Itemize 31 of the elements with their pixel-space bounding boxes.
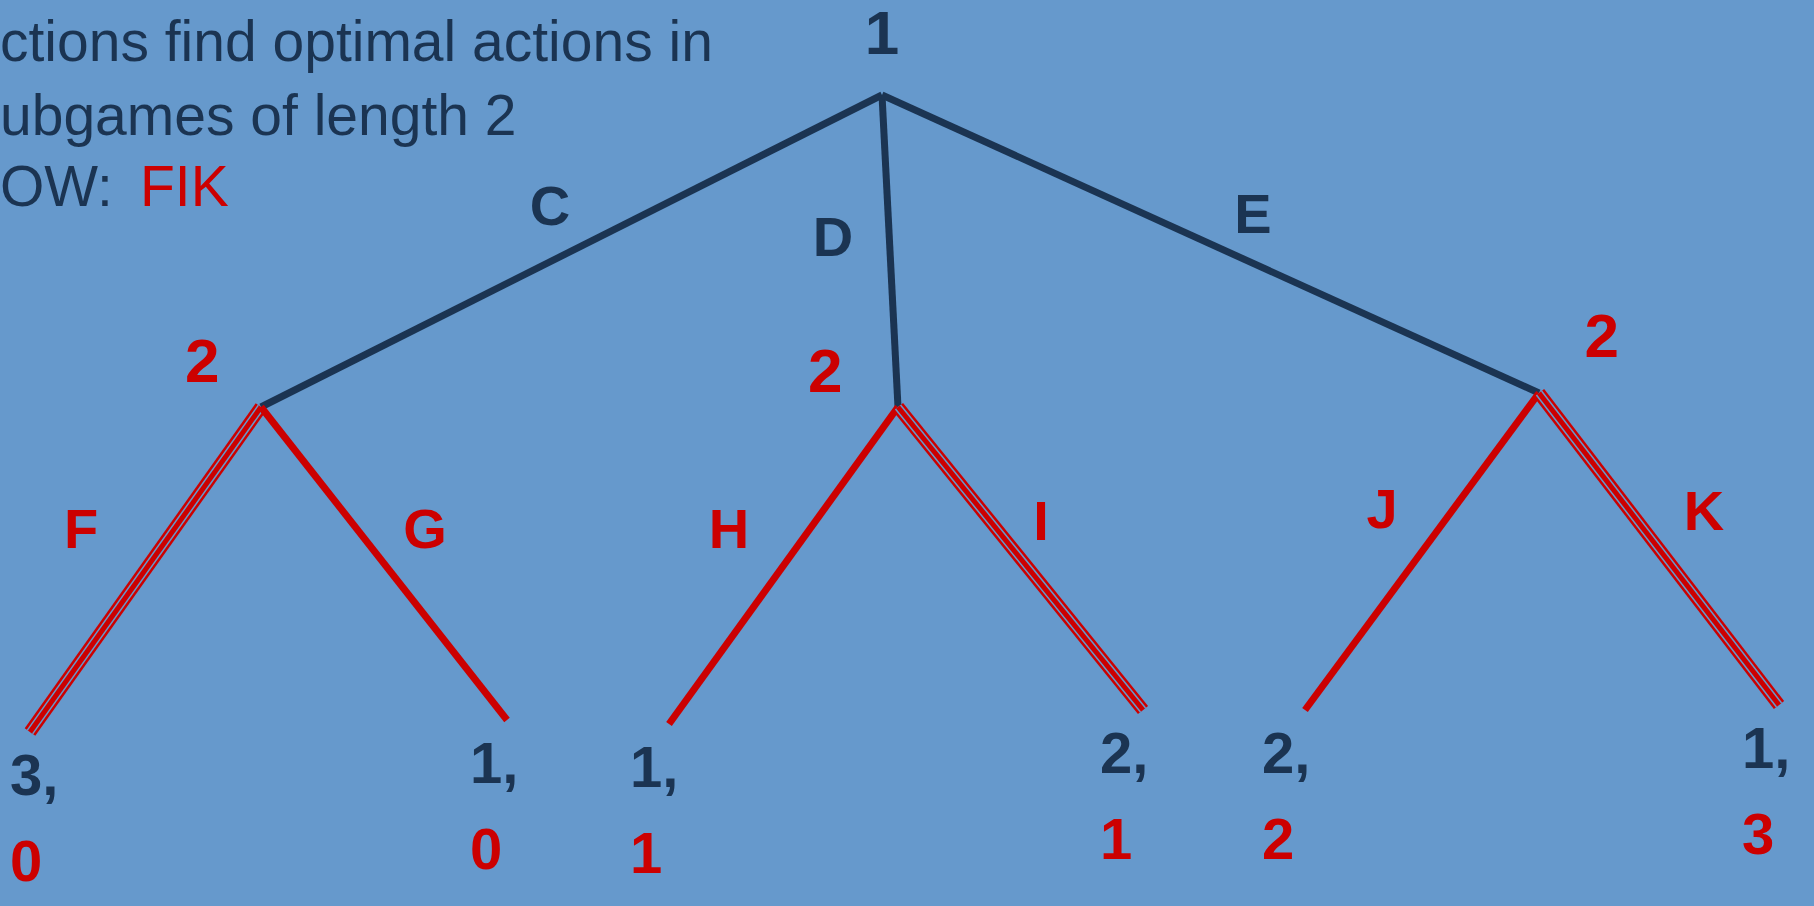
payoff-text: 1, bbox=[1742, 714, 1791, 782]
edge-label: F bbox=[63, 501, 99, 557]
payoff-text: 3 bbox=[1742, 800, 1775, 868]
edge-label: J bbox=[1366, 481, 1398, 537]
payoff-text: 0 bbox=[10, 827, 43, 895]
player-label: 2 bbox=[185, 330, 220, 392]
branch-line bbox=[258, 404, 510, 723]
edge-label: G bbox=[403, 501, 447, 557]
edge-label: E bbox=[1234, 186, 1272, 242]
edge-label: K bbox=[1683, 483, 1725, 539]
player-label: 2 bbox=[1584, 305, 1619, 367]
payoff-text: 0 bbox=[470, 815, 503, 883]
payoff-text: 1 bbox=[630, 819, 663, 887]
payoff-text: 1 bbox=[1100, 805, 1133, 873]
edge-label: C bbox=[529, 178, 571, 234]
payoff-text: 2 bbox=[1262, 805, 1295, 873]
payoff-text: 2, bbox=[1262, 719, 1311, 787]
player-label: 1 bbox=[864, 2, 900, 64]
payoff-text: 1, bbox=[470, 729, 519, 797]
edge-label: I bbox=[1033, 493, 1049, 549]
payoff-text: 3, bbox=[10, 741, 59, 809]
payoff-text: 2, bbox=[1100, 719, 1149, 787]
branch-line bbox=[880, 91, 1541, 397]
payoff-text: 1, bbox=[630, 733, 679, 801]
branch-line bbox=[259, 91, 884, 411]
edge-label: D bbox=[812, 209, 854, 265]
edge-label: H bbox=[708, 501, 750, 557]
note-text: ctions find optimal actions in ubgames of length 2 bbox=[0, 8, 714, 149]
strategy-text: FIK bbox=[140, 158, 229, 215]
player-label: 2 bbox=[808, 340, 843, 402]
note-text: OW: bbox=[0, 158, 113, 215]
